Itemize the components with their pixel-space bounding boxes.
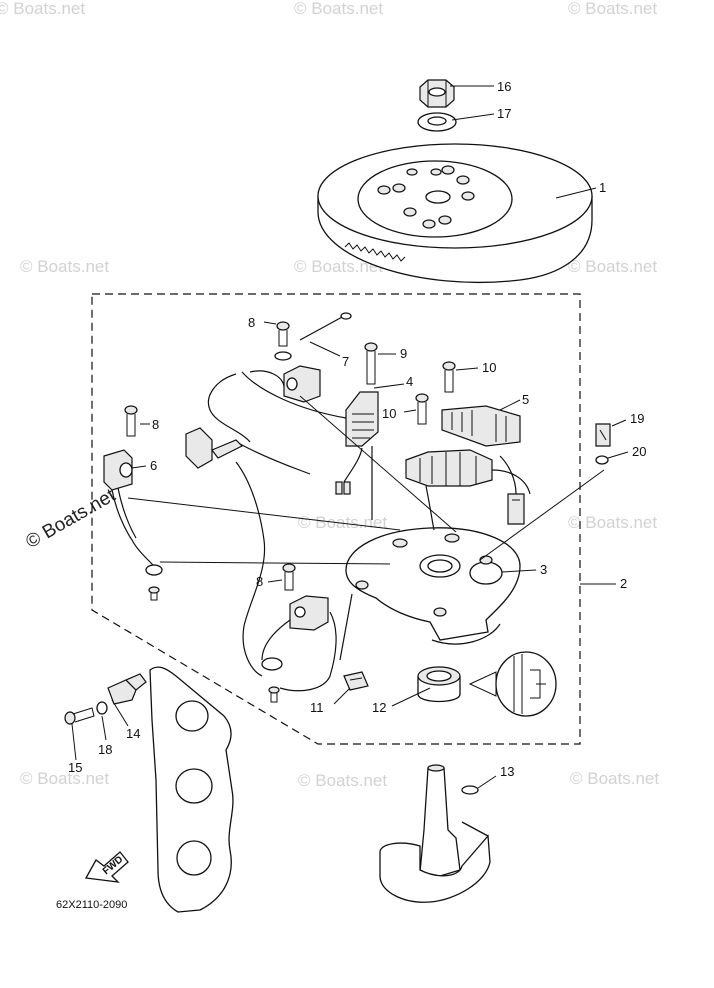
ignition-coil (103, 449, 163, 601)
crankcase-plate (149, 666, 234, 913)
pulser-coil-lower (405, 449, 493, 487)
pulser-coil-upper (441, 405, 521, 447)
watermark: © Boats.net (294, 0, 383, 18)
wire-clamp (343, 671, 369, 691)
callout-19: 19 (630, 411, 644, 426)
screw (274, 321, 292, 361)
callout-17: 15 (68, 760, 82, 775)
callout-8b: 8 (152, 417, 159, 432)
callout-11: 11 (310, 700, 324, 715)
wire-connector (335, 481, 351, 495)
callout-7: 7 (342, 354, 349, 369)
callout-5: 5 (522, 392, 529, 407)
callout-18: 18 (98, 742, 112, 757)
callout-8c: 8 (256, 574, 263, 589)
callout-20: 20 (632, 444, 646, 459)
watermark: © Boats.net (568, 513, 657, 532)
cdi-unit (283, 312, 352, 403)
callout-4: 4 (406, 374, 413, 389)
callout-6: 6 (150, 458, 157, 473)
bolt (595, 423, 611, 447)
callout-9: 9 (400, 346, 407, 361)
forward-arrow: FWD (84, 851, 129, 883)
callout-10b: 10 (382, 406, 396, 421)
small-bracket (107, 673, 147, 705)
callout-15: 17 (497, 106, 511, 121)
callout-12: 12 (372, 700, 386, 715)
callout-10: 10 (482, 360, 496, 375)
watermark: © Boats.net (568, 257, 657, 276)
wire-connector (185, 427, 311, 475)
wire-connector (499, 455, 525, 525)
watermark: © Boats.net (298, 771, 387, 790)
wire-harness (207, 370, 531, 692)
watermarks: © Boats.net © Boats.net © Boats.net © Bo… (0, 0, 659, 790)
diagram-code: 62X2110-2090 (56, 899, 127, 911)
watermark: © Boats.net (570, 769, 659, 788)
flywheel-nut (419, 79, 455, 108)
detail-inset (468, 651, 557, 717)
washer (595, 455, 609, 465)
leader-lines (71, 85, 629, 789)
watermark: © Boats.net (20, 257, 109, 276)
callout-8: 8 (248, 315, 255, 330)
screw (442, 361, 456, 393)
screw (364, 342, 378, 385)
callout-3: 3 (540, 562, 547, 577)
washer (96, 701, 108, 715)
charge-coil (345, 391, 379, 447)
watermark: © Boats.net (294, 257, 383, 276)
flywheel-washer (417, 112, 457, 132)
watermark: © Boats.net (20, 769, 109, 788)
screw (282, 563, 296, 591)
crank-bracket (379, 764, 491, 903)
watermark: © Boats.net (298, 513, 387, 532)
callout-2: 2 (620, 576, 627, 591)
callout-14: 16 (497, 79, 511, 94)
watermark: © Boats.net (568, 0, 657, 18)
watermark: © Boats.net (0, 0, 85, 18)
watermark: © Boats.net (22, 485, 119, 553)
callout-13: 13 (500, 764, 514, 779)
stator-base (345, 527, 521, 641)
callout-16: 14 (126, 726, 140, 741)
screw (64, 707, 95, 725)
assembly-boundary (91, 293, 581, 745)
flywheel (317, 143, 593, 284)
screw (415, 393, 429, 425)
sensor-coil (261, 595, 329, 703)
callouts: 16 17 1 8 7 9 10 4 5 10 8 19 20 6 3 8 2 … (68, 79, 646, 779)
oil-seal (417, 666, 461, 703)
callout-1: 1 (599, 180, 606, 195)
screw (124, 405, 138, 437)
